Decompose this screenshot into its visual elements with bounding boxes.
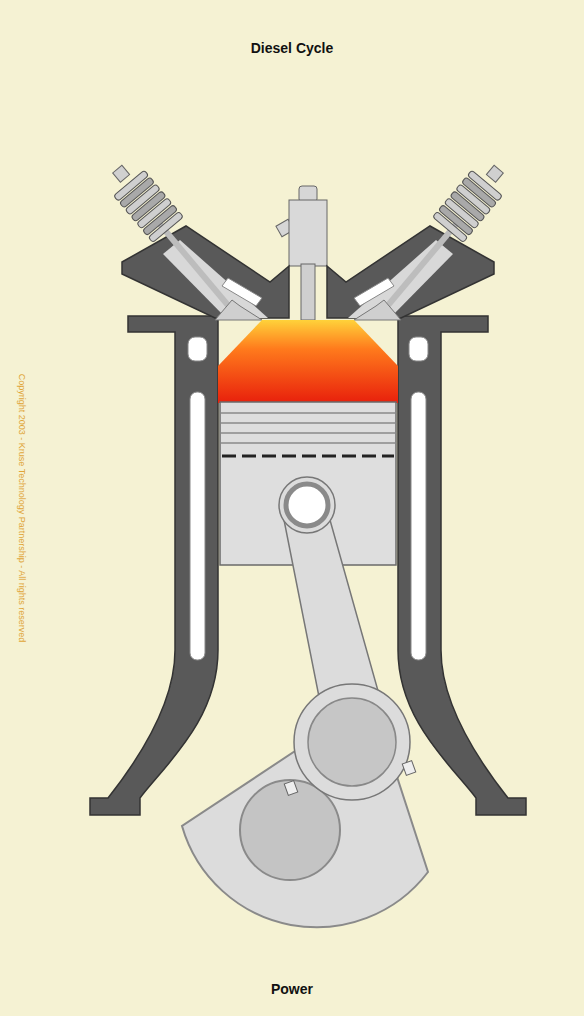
piston-pin (286, 484, 328, 526)
oil-ring (222, 455, 394, 458)
valve-stem (158, 222, 232, 310)
coolant-jacket (188, 337, 207, 361)
title: Diesel Cycle (0, 40, 584, 56)
piston-rings (221, 413, 395, 443)
injector-nozzle (301, 264, 315, 320)
connecting-rod (279, 477, 416, 800)
ring-groove (221, 422, 395, 424)
coolant-jacket (190, 392, 205, 660)
combustion-flame (218, 320, 398, 403)
ring-groove (221, 412, 395, 414)
cylinder-wall (90, 316, 218, 815)
injector-body (289, 200, 327, 266)
intake-port (163, 240, 268, 318)
cylinder-wall (90, 316, 218, 815)
main-journal (240, 780, 340, 880)
spring-coil (114, 170, 149, 201)
ring-groove (221, 432, 395, 434)
valve-spring (102, 156, 183, 242)
rod-small-end (279, 477, 335, 533)
rod-bolt (402, 761, 416, 776)
rod-big-end (294, 684, 410, 800)
watermark: Copyright 2003 - Kruse Technology Partne… (17, 374, 27, 642)
cylinder-head (102, 156, 289, 320)
ring-groove (221, 442, 395, 444)
connecting-rod (284, 520, 382, 712)
rod-bolt (284, 781, 298, 796)
crank-pin (308, 698, 396, 786)
spring-retainer (113, 165, 130, 182)
caption: Power (0, 981, 584, 997)
cylinder-head (122, 226, 289, 318)
valve-head (215, 300, 262, 320)
